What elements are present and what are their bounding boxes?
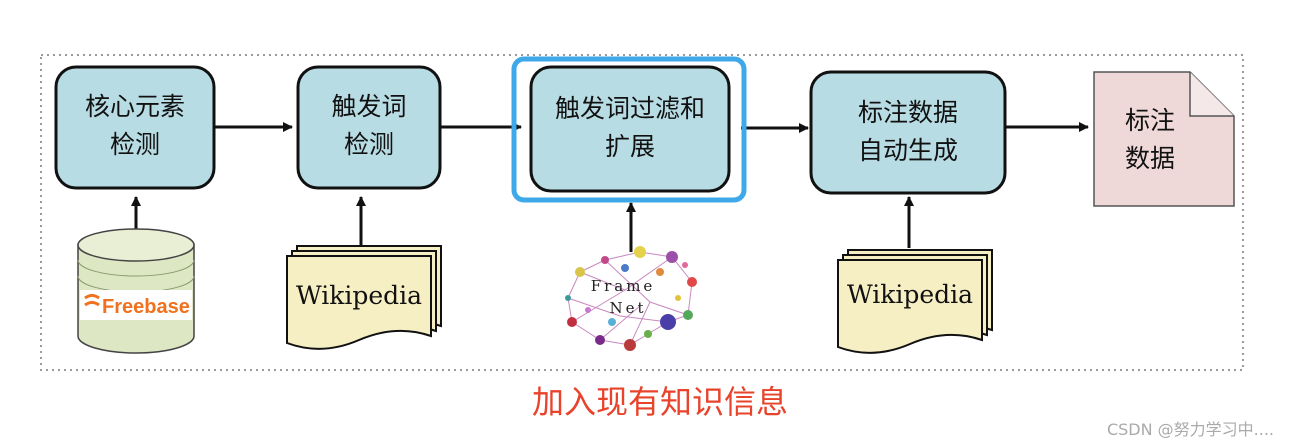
step-label-line1: 触发词 bbox=[331, 92, 406, 121]
dotted-frame bbox=[40, 54, 1244, 371]
step-label-line2: 自动生成 bbox=[858, 136, 958, 165]
highlight-frame bbox=[511, 56, 747, 203]
step-label-line1: 触发词过滤和 bbox=[555, 94, 705, 123]
step-label-line2: 检测 bbox=[110, 130, 160, 159]
source-arrows bbox=[131, 196, 914, 252]
step-label-line1: 核心元素 bbox=[85, 92, 185, 121]
framenet-label-line2: Net bbox=[609, 299, 646, 317]
step-trigger-detection: 触发词 检测 bbox=[296, 65, 442, 190]
output-label-line2: 数据 bbox=[1125, 144, 1175, 173]
freebase-database-icon: Freebase bbox=[77, 228, 195, 354]
step-label-line1: 标注数据 bbox=[858, 98, 958, 127]
step-core-element-detection: 核心元素 检测 bbox=[54, 65, 216, 190]
flow-arrows bbox=[215, 122, 1089, 133]
freebase-logo-text: Freebase bbox=[102, 296, 190, 318]
caption-add-existing-knowledge: 加入现有知识信息 bbox=[531, 383, 788, 421]
wikipedia-docs-icon-2: Wikipedia bbox=[837, 249, 993, 354]
wikipedia-label: Wikipedia bbox=[296, 281, 422, 310]
csdn-watermark: CSDN @努力学习中.... bbox=[1106, 420, 1274, 439]
step-label-line2: 检测 bbox=[344, 130, 394, 159]
step-trigger-filter-expand: 触发词过滤和 扩展 bbox=[511, 56, 747, 203]
step-auto-annotation: 标注数据 自动生成 bbox=[809, 70, 1007, 195]
framenet-label-line1: Frame bbox=[591, 277, 656, 295]
output-label-line1: 标注 bbox=[1125, 106, 1175, 135]
output-annotated-data-doc: 标注 数据 bbox=[1093, 71, 1235, 207]
wikipedia-docs-icon-1: Wikipedia bbox=[286, 245, 442, 350]
framenet-logo-icon: Frame Net bbox=[565, 246, 697, 351]
step-label-line2: 扩展 bbox=[605, 132, 655, 161]
wikipedia-label: Wikipedia bbox=[847, 280, 973, 309]
